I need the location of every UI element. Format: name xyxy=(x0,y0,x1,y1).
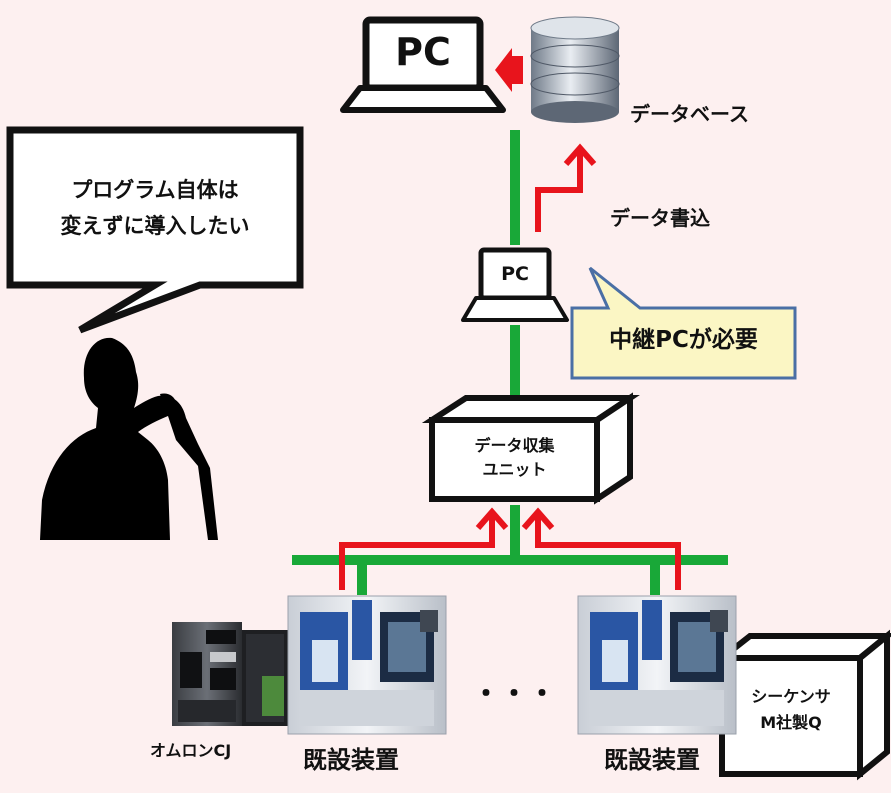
relay-pc-label: PC xyxy=(501,263,529,285)
data-collection-unit-box xyxy=(421,392,640,505)
machine-left-image xyxy=(287,595,447,735)
database-label: データベース xyxy=(630,102,749,126)
machine-left-label: 既設装置 xyxy=(303,746,399,774)
speech-bubble-line-2: 変えずに導入したい xyxy=(60,214,250,238)
ellipsis-label: ・・・ xyxy=(472,677,557,710)
collector-line-2: ユニット xyxy=(482,460,547,479)
relay-pc-callout xyxy=(570,266,797,380)
data-write-label: データ書込 xyxy=(610,206,710,230)
plc-left-label: オムロンCJ xyxy=(150,741,232,760)
collector-line-1: データ収集 xyxy=(474,436,555,455)
thinking-person-silhouette xyxy=(40,337,218,540)
top-pc-label: PC xyxy=(395,30,451,74)
callout-label: 中継PCが必要 xyxy=(609,327,758,353)
sequencer-box xyxy=(713,629,891,781)
relay-pc-laptop xyxy=(461,247,569,322)
speech-bubble-text: プログラム自体は 変えずに導入したい xyxy=(12,172,298,244)
speech-bubble-line-1: プログラム自体は xyxy=(71,178,239,202)
top-pc-laptop xyxy=(340,16,506,113)
sequencer-line-2: M社製Q xyxy=(760,713,822,732)
db-to-pc-arrow xyxy=(495,48,523,92)
collector-text: データ収集 ユニット xyxy=(432,434,597,482)
sequencer-text: シーケンサ M社製Q xyxy=(722,684,860,736)
sequencer-line-1: シーケンサ xyxy=(751,687,831,706)
machine-right-label: 既設装置 xyxy=(604,746,700,774)
machine-right-image xyxy=(577,595,737,735)
speech-bubble xyxy=(6,126,304,334)
data-flow-arrows xyxy=(339,143,681,590)
database-icon xyxy=(530,16,620,123)
network-lines xyxy=(292,130,728,595)
omron-plc-image xyxy=(172,622,290,726)
